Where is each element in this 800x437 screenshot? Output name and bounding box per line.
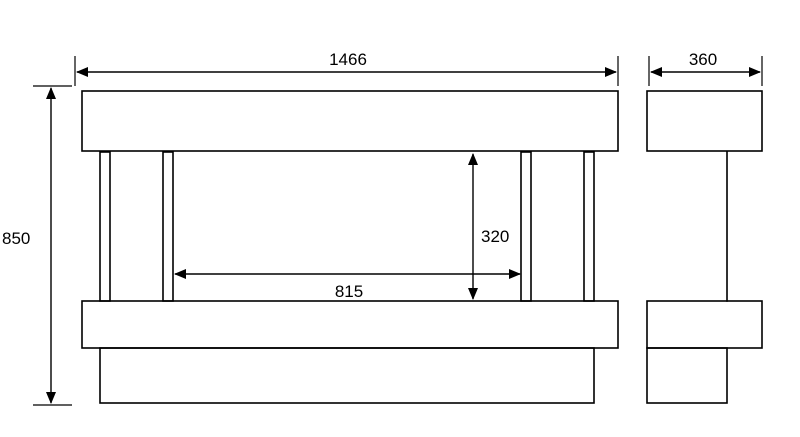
dimension-depth: 360 xyxy=(648,50,763,86)
front-left-inner-leg xyxy=(162,151,174,302)
dimension-opening-width: 815 xyxy=(174,269,521,301)
front-right-outer-leg xyxy=(583,151,595,302)
opening-height-label: 320 xyxy=(481,227,509,246)
width-label: 1466 xyxy=(329,50,367,69)
side-hearth-shelf xyxy=(646,300,763,349)
side-plinth xyxy=(646,347,728,404)
front-top-shelf xyxy=(81,90,619,152)
front-view xyxy=(81,90,619,404)
side-view xyxy=(646,90,763,404)
dimension-overall-height: 850 xyxy=(2,85,72,406)
opening-width-label: 815 xyxy=(335,282,363,301)
front-hearth-shelf xyxy=(81,300,619,349)
side-top-shelf xyxy=(646,90,763,152)
dimension-overall-width: 1466 xyxy=(74,50,619,86)
front-plinth xyxy=(99,347,595,404)
height-label: 850 xyxy=(2,229,30,248)
dimension-opening-height: 320 xyxy=(468,153,509,300)
front-right-inner-leg xyxy=(520,151,532,302)
front-left-outer-leg xyxy=(99,151,111,302)
depth-label: 360 xyxy=(689,50,717,69)
